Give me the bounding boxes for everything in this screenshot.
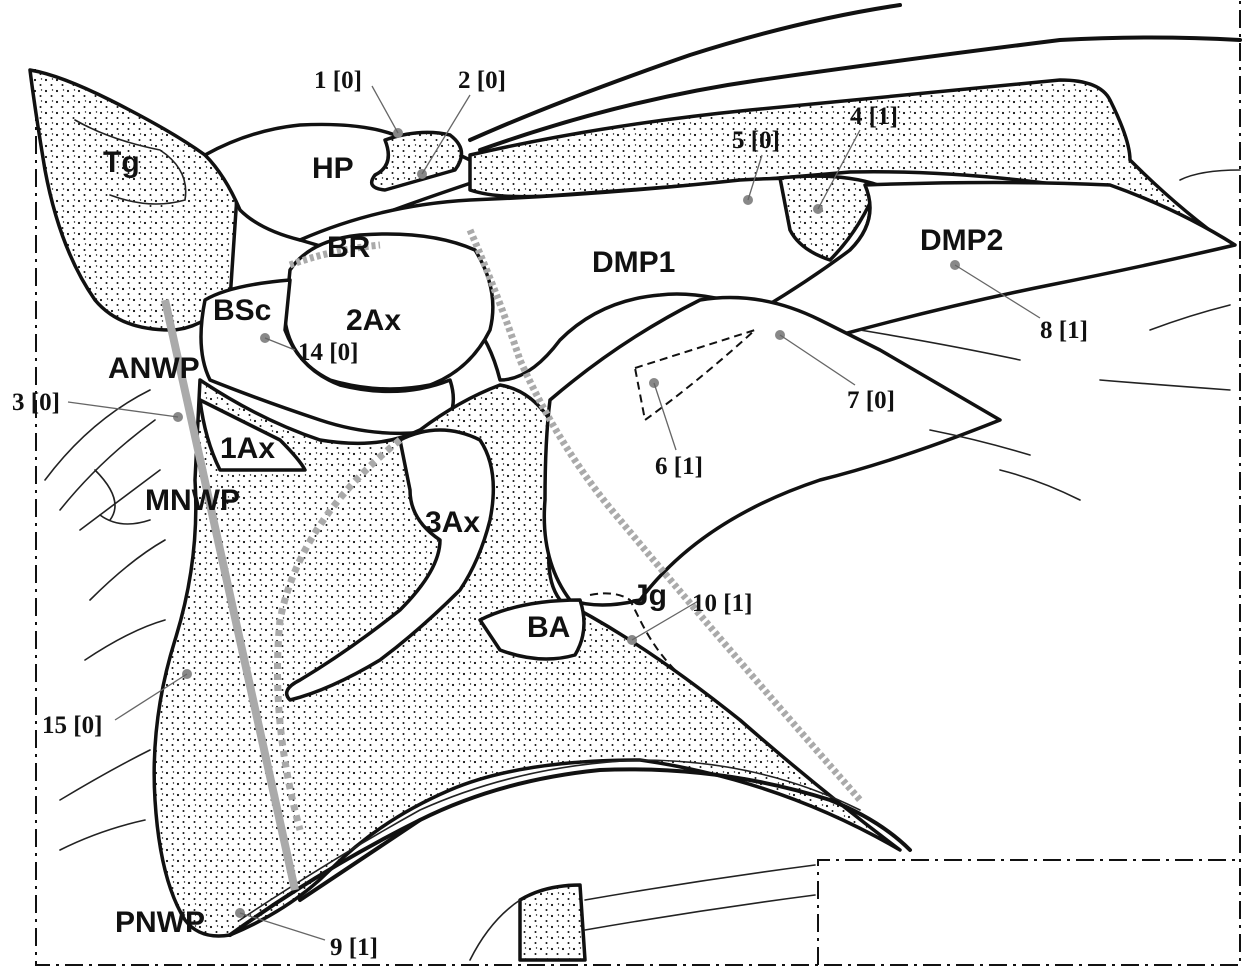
label-basiradiale: BR: [327, 231, 371, 264]
callout-14: 14 [0]: [298, 339, 358, 366]
label-basisubalare: BSc: [213, 294, 271, 327]
label-third-axillary: 3Ax: [425, 506, 480, 539]
label-humeral-plate: HP: [312, 152, 354, 185]
callout-10: 10 [1]: [692, 590, 752, 617]
tegula-sclerite: [28, 68, 239, 332]
wing-lobe: [542, 295, 1002, 607]
callout-3: 3 [0]: [12, 389, 60, 416]
label-anterior-notal-wing-process: ANWP: [108, 352, 200, 385]
callout-leaders: [67, 85, 1041, 941]
label-second-axillary: 2Ax: [346, 304, 401, 337]
callout-2: 2 [0]: [458, 67, 506, 94]
setae: [44, 169, 1241, 851]
median-plate-2: [758, 180, 1237, 337]
callout-4: 4 [1]: [850, 103, 898, 130]
label-tegula: Tg: [103, 146, 140, 179]
label-jugum: Jg: [632, 579, 667, 612]
callout-6: 6 [1]: [655, 453, 703, 480]
callout-1: 1 [0]: [314, 67, 362, 94]
inset-outline: [518, 883, 587, 962]
callout-9: 9 [1]: [330, 934, 378, 961]
label-first-axillary: 1Ax: [220, 432, 275, 465]
label-posterior-notal-wing-process: PNWP: [115, 906, 205, 939]
third-axillary: [284, 428, 496, 702]
basalar-area: [478, 598, 586, 661]
callout-5: 5 [0]: [732, 127, 780, 154]
callout-8: 8 [1]: [1040, 317, 1088, 344]
label-median-plate-1: DMP1: [592, 246, 675, 279]
label-median-plate-2: DMP2: [920, 224, 1003, 257]
label-median-notal-wing-process: MNWP: [145, 484, 240, 517]
callout-15: 15 [0]: [42, 712, 102, 739]
callout-7: 7 [0]: [847, 387, 895, 414]
first-axillary: [198, 398, 307, 472]
label-basalar: BA: [527, 611, 570, 644]
